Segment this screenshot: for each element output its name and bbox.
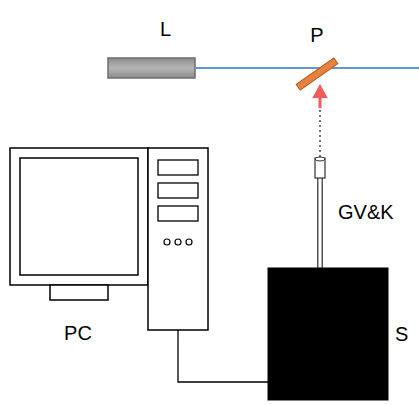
computer: PC <box>8 146 210 346</box>
collection-path <box>319 108 321 157</box>
laser: L <box>105 18 200 80</box>
computer-shape <box>8 146 210 346</box>
node-label: L <box>160 18 171 40</box>
computer-tower <box>148 148 208 330</box>
spectrometer-shape <box>268 268 413 400</box>
data-cable <box>178 346 268 382</box>
arrow-head <box>312 84 327 98</box>
laser-body <box>108 58 195 78</box>
node-label: PC <box>64 322 92 344</box>
tower-button <box>164 239 170 245</box>
tower-button <box>186 239 192 245</box>
cable-stub <box>177 330 178 346</box>
monitor-frame <box>10 148 148 285</box>
probe-head <box>315 158 325 178</box>
probe-tip <box>315 157 325 161</box>
cable-line <box>178 346 268 382</box>
spectrometer: S <box>268 268 413 400</box>
fiber-tube <box>317 178 323 268</box>
spectrometer-body <box>268 268 388 400</box>
tower-button <box>175 239 181 245</box>
laser-beam <box>196 68 294 69</box>
drive-bay <box>158 206 198 221</box>
monitor-screen <box>20 158 138 275</box>
node-label: S <box>395 323 408 345</box>
drive-bay <box>158 183 198 198</box>
probe-path <box>312 84 327 268</box>
laser-beam <box>294 67 419 69</box>
plate-sample <box>296 58 338 90</box>
fiber-core <box>319 178 322 268</box>
monitor-stand <box>50 285 108 300</box>
node-label: P <box>310 24 323 46</box>
laser-shape <box>105 18 200 80</box>
mirror-plate: P <box>294 24 340 84</box>
probe-label: GV&K <box>338 201 394 223</box>
beam-line <box>196 67 294 69</box>
drive-bay <box>158 160 198 175</box>
